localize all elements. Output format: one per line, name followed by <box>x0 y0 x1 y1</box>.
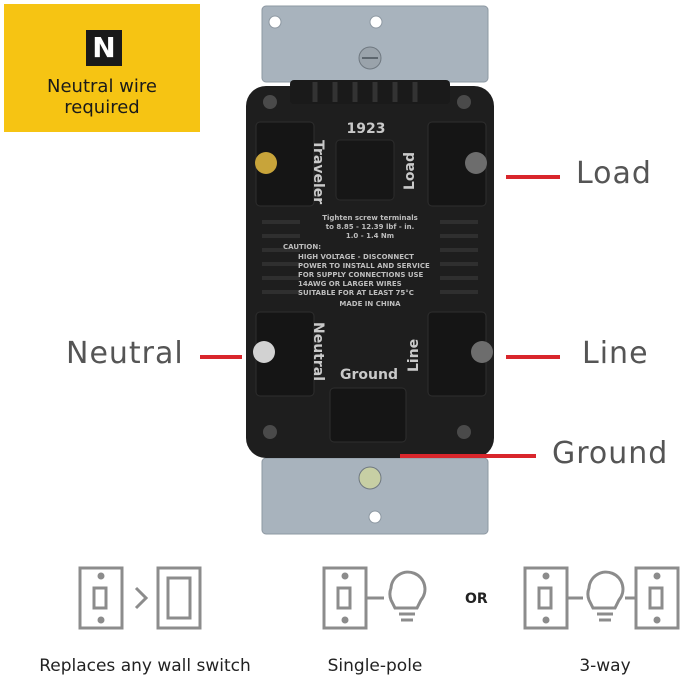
ground-label: Ground <box>340 367 398 383</box>
line-callout: Line <box>582 336 649 371</box>
label-line: FOR SUPPLY CONNECTIONS USE <box>298 271 424 279</box>
label-line: HIGH VOLTAGE - DISCONNECT <box>298 253 414 261</box>
load-callout: Load <box>576 156 652 191</box>
neutral-label: Neutral <box>310 322 326 381</box>
model-number: 1923 <box>347 121 386 137</box>
label-line: 14AWG OR LARGER WIRES <box>298 280 402 288</box>
neutral-n-icon: N <box>86 30 122 66</box>
strap-hole-icon <box>368 510 382 524</box>
caption-3-way: 3-way <box>579 656 631 676</box>
line-label: Line <box>406 339 422 372</box>
label-line: CAUTION: <box>283 243 321 251</box>
strap-hole-icon <box>369 15 383 29</box>
label-line: MADE IN CHINA <box>339 300 401 308</box>
arrow-right-icon <box>134 586 149 610</box>
light-bulb-icon <box>388 570 427 622</box>
strap-hole-icon <box>268 15 282 29</box>
traveler-screw-icon <box>255 152 277 174</box>
line-screw-icon <box>471 341 493 363</box>
badge-line-1: Neutral wire <box>47 76 157 97</box>
switch-icon <box>523 566 569 630</box>
ground-terminal <box>329 387 407 443</box>
label-line: 1.0 - 1.4 Nm <box>346 232 394 240</box>
or-label: OR <box>465 591 488 607</box>
ground-screw-icon <box>358 466 382 490</box>
compatibility-icons <box>78 566 680 630</box>
neutral-screw-icon <box>253 341 275 363</box>
device-label-text: Tighten screw terminals to 8.85 - 12.39 … <box>283 214 430 308</box>
neutral-callout: Neutral <box>66 336 184 371</box>
badge-line-2: required <box>64 97 140 118</box>
switch-icon <box>634 566 680 630</box>
label-line: SUITABLE FOR AT LEAST 75°C <box>298 289 414 297</box>
label-line: Tighten screw terminals <box>322 214 418 222</box>
traveler-label: Traveler <box>310 140 326 204</box>
load-screw-icon <box>465 152 487 174</box>
caption-replaces: Replaces any wall switch <box>39 656 251 676</box>
light-bulb-icon <box>586 570 625 622</box>
label-line: POWER TO INSTALL AND SERVICE <box>298 262 430 270</box>
load-label: Load <box>402 152 418 190</box>
smart-switch-icon <box>156 566 202 630</box>
switch-icon <box>78 566 124 630</box>
badge-text: Neutral wire required <box>4 76 200 118</box>
caption-single-pole: Single-pole <box>327 656 423 676</box>
ground-callout: Ground <box>552 436 669 471</box>
label-line: to 8.85 - 12.39 lbf - in. <box>326 223 415 231</box>
neutral-wire-badge: N Neutral wire required <box>4 4 200 132</box>
switch-icon <box>322 566 368 630</box>
